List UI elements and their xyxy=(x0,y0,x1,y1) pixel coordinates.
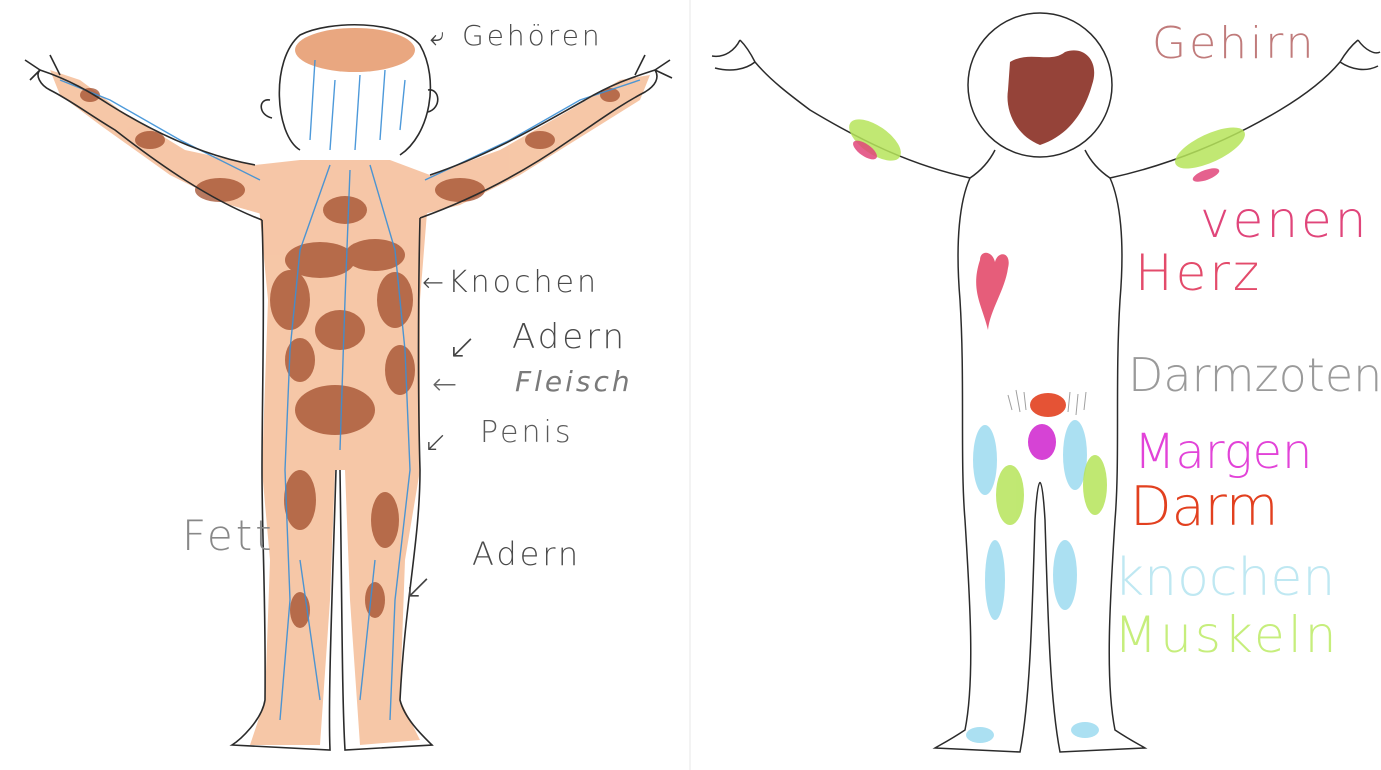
label-knochen: Knochen xyxy=(448,268,599,298)
label-darmzoten: Darmzoten xyxy=(1128,352,1381,398)
brain-fill xyxy=(1007,50,1094,145)
gut-fill xyxy=(1030,393,1066,417)
label-knochen-right: knochen xyxy=(1114,552,1335,604)
right-body-drawing: Gehirn venen Herz Darmzoten Margen Darm … xyxy=(690,0,1381,770)
label-penis: Penis xyxy=(480,418,573,448)
thigh-muscle-fills xyxy=(996,455,1107,525)
label-fett: Fett xyxy=(182,515,275,557)
left-body-drawing: ⤶ Gehören ← Knochen ↙ Adern ← Fleisch ↙ … xyxy=(0,0,690,770)
heart-fill xyxy=(976,253,1009,330)
label-muskeln: Muskeln xyxy=(1114,610,1339,660)
label-gehoeren: Gehören xyxy=(462,22,603,50)
label-herz: Herz xyxy=(1135,248,1262,298)
label-adern-upper-arrow: ↙ xyxy=(448,330,477,364)
label-darm: Darm xyxy=(1130,480,1279,534)
label-margen: Margen xyxy=(1134,428,1312,476)
stomach-fill xyxy=(1028,424,1056,460)
label-adern-lower-arrow: ↙ xyxy=(404,570,433,604)
label-knochen-arrow: ← xyxy=(422,270,444,296)
label-fleisch-arrow: ← xyxy=(432,370,457,400)
label-adern-lower: Adern xyxy=(472,538,581,570)
vein-right-arm xyxy=(1191,166,1221,185)
label-penis-arrow: ↙ xyxy=(424,428,447,456)
label-gehoeren-arrow: ⤶ xyxy=(430,24,448,50)
label-venen: venen xyxy=(1200,195,1370,245)
label-fleisch: Fleisch xyxy=(515,368,633,396)
muscle-left-arm xyxy=(842,111,907,168)
label-gehirn: Gehirn xyxy=(1152,22,1316,66)
muscle-right-arm xyxy=(1170,119,1251,176)
label-adern-upper: Adern xyxy=(512,320,627,354)
